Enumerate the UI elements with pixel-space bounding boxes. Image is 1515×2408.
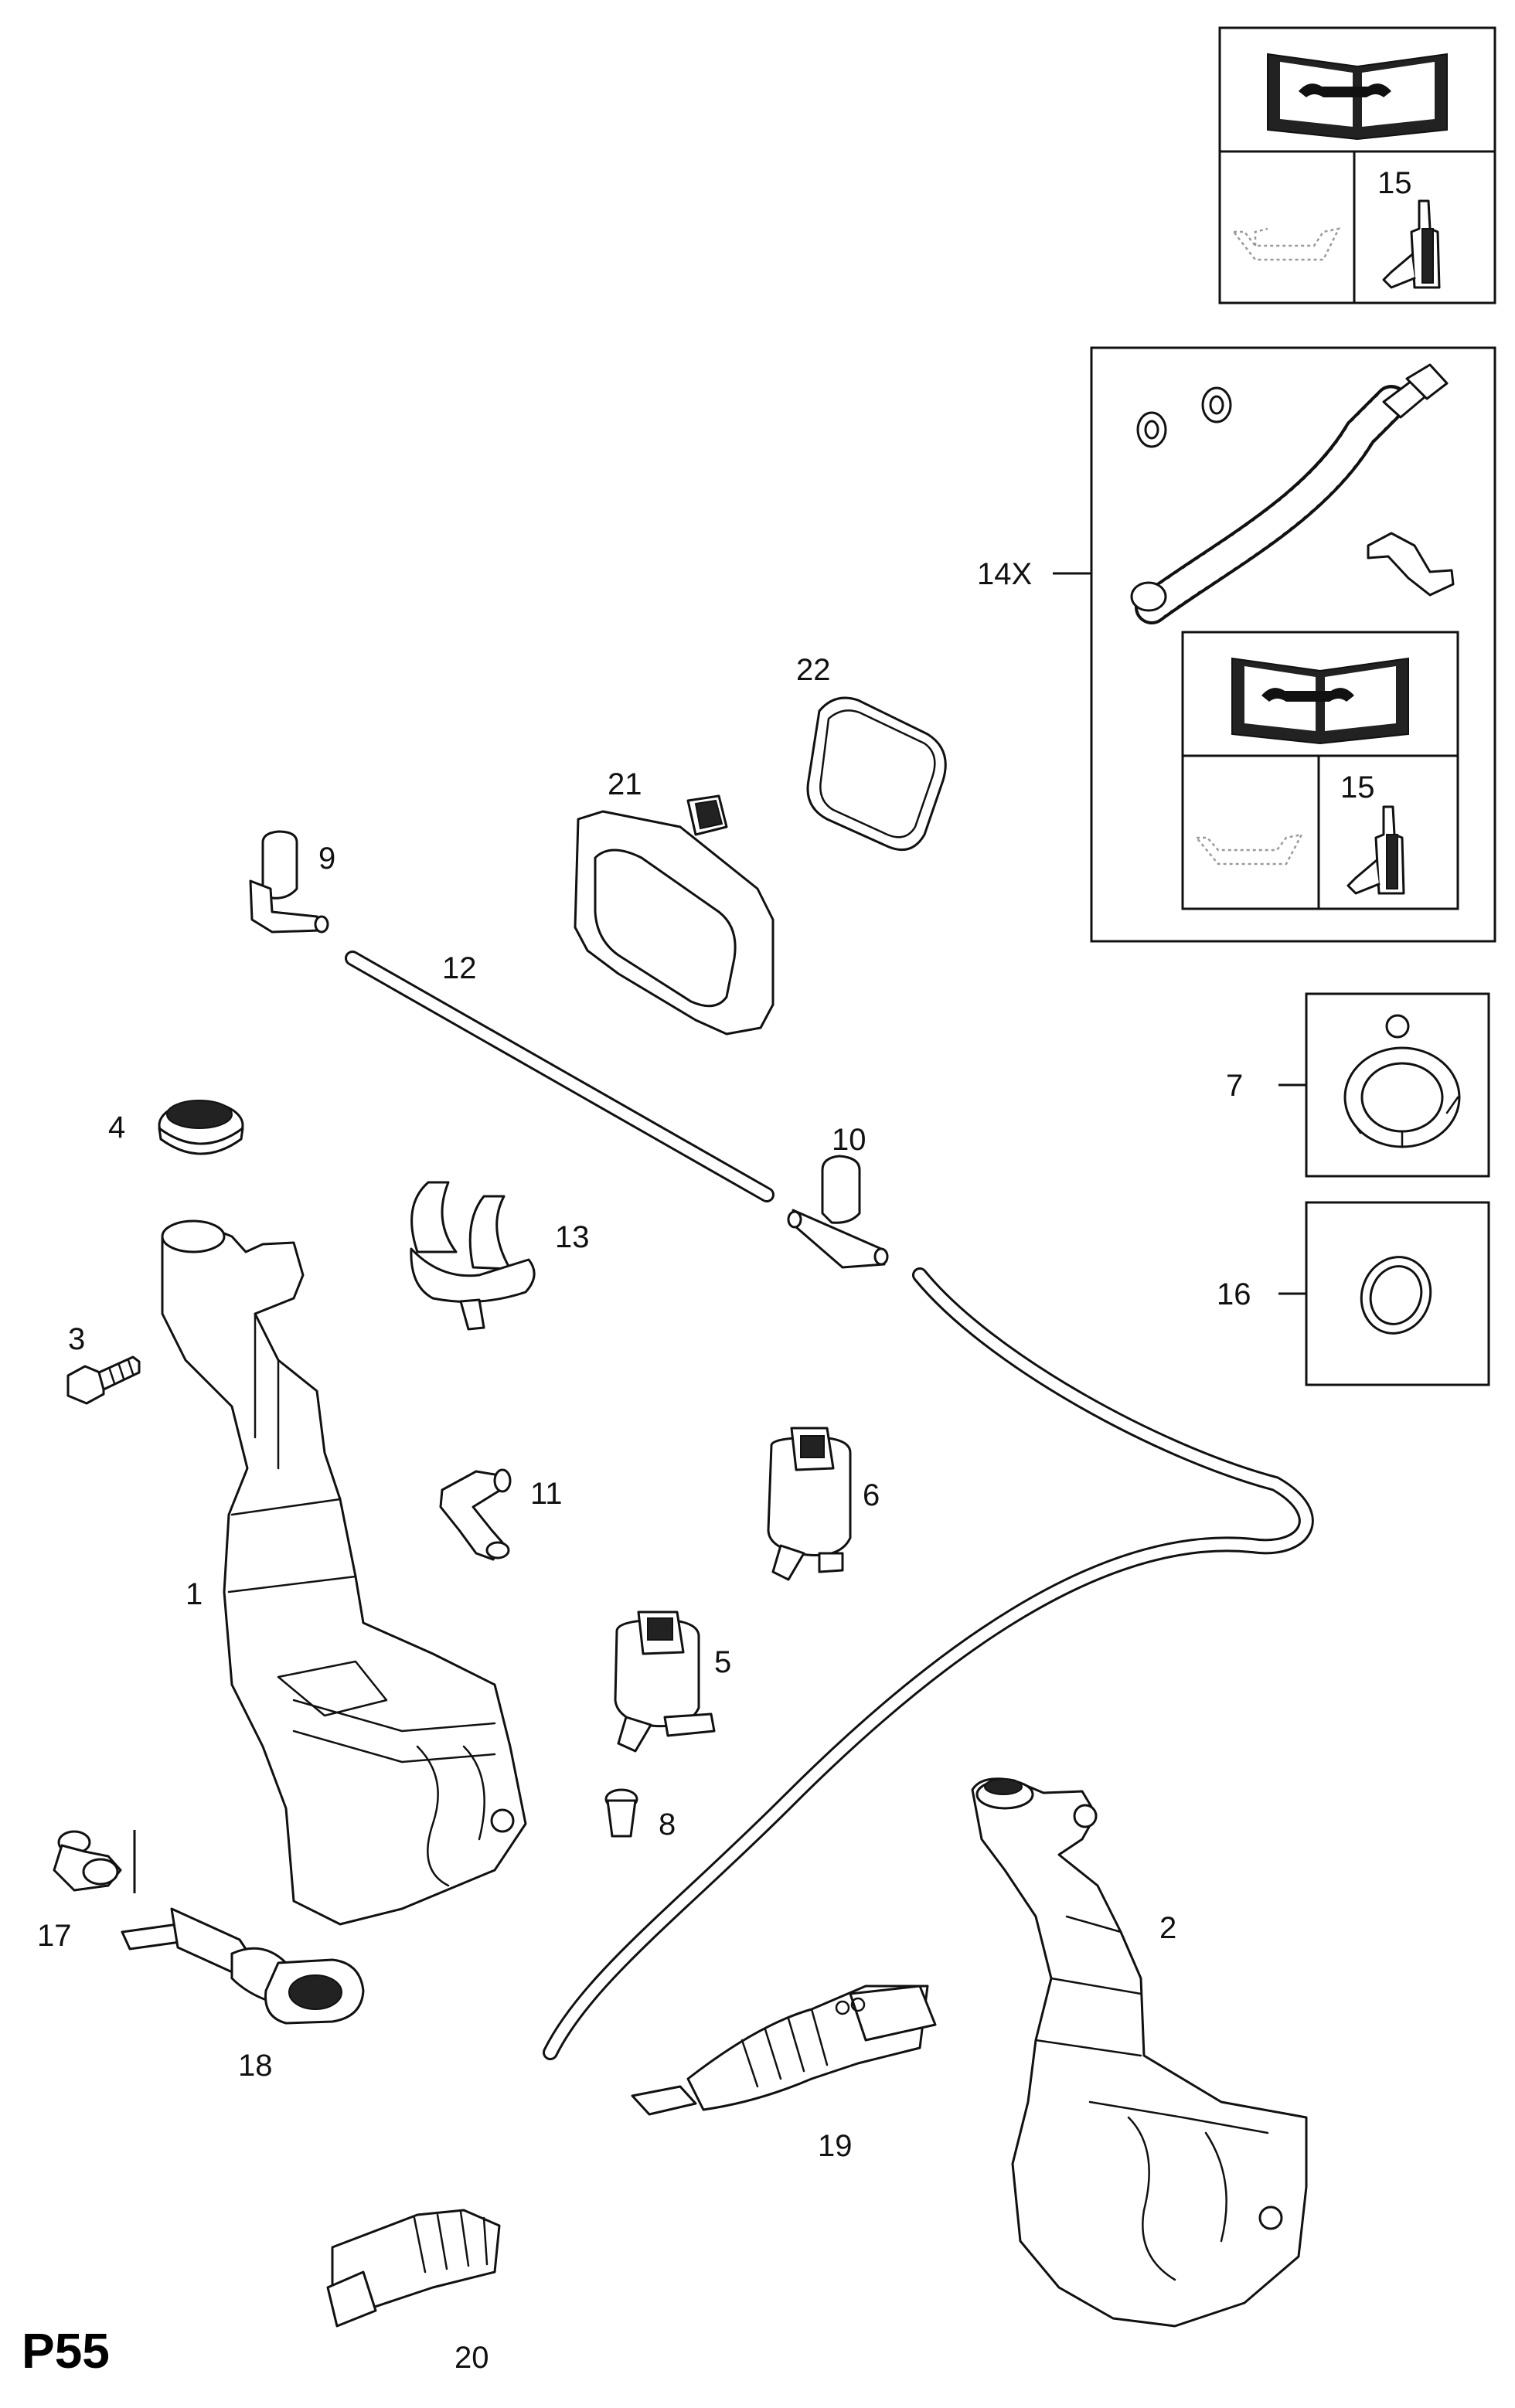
label-18: 18 bbox=[238, 2049, 273, 2083]
seal-ring-box: 16 bbox=[1217, 1201, 1490, 1386]
label-10: 10 bbox=[832, 1123, 866, 1157]
fluid-level-sensor: 18 bbox=[121, 1907, 365, 2083]
washer-pump-front: 5 bbox=[614, 1610, 731, 1753]
washer-nozzle: 9 bbox=[249, 830, 335, 934]
label-14x: 14X bbox=[977, 557, 1032, 591]
oil-can-icon bbox=[1231, 227, 1341, 261]
label-5: 5 bbox=[714, 1645, 731, 1679]
page-code: P55 bbox=[22, 2323, 110, 2379]
label-20: 20 bbox=[454, 2341, 489, 2375]
label-16: 16 bbox=[1217, 1277, 1251, 1311]
label-15-kit: 15 bbox=[1340, 770, 1375, 804]
label-15-top: 15 bbox=[1377, 166, 1412, 200]
label-1: 1 bbox=[186, 1577, 203, 1611]
t-connector: 10 bbox=[787, 1123, 889, 1269]
label-8: 8 bbox=[659, 1808, 676, 1842]
wiper-harness-rear: 20 bbox=[326, 2209, 501, 2375]
hose-holder: 13 bbox=[410, 1181, 590, 1331]
label-2: 2 bbox=[1159, 1911, 1176, 1945]
washer-pump-rear: 6 bbox=[767, 1427, 880, 1581]
label-13: 13 bbox=[555, 1220, 590, 1254]
hose-elbow: 11 bbox=[439, 1468, 563, 1561]
washer-hose-short: 12 bbox=[345, 951, 775, 1202]
hose-kit-box: 14X bbox=[977, 346, 1496, 943]
washer-hose-long bbox=[543, 1267, 1314, 2060]
repair-manual-icon bbox=[1231, 657, 1409, 745]
drain-plug: 17 bbox=[37, 1830, 136, 1953]
oil-can-icon bbox=[1194, 833, 1304, 866]
label-22: 22 bbox=[796, 653, 831, 687]
hose-clip bbox=[1367, 532, 1455, 597]
repair-manual-icon bbox=[1267, 53, 1448, 141]
washer-reservoir-front: 2 bbox=[971, 1777, 1308, 2328]
o-ring-pair bbox=[1136, 386, 1232, 448]
label-9: 9 bbox=[318, 842, 335, 876]
label-19: 19 bbox=[818, 2129, 853, 2163]
sensor-gel-pad: 22 bbox=[796, 653, 947, 851]
label-4: 4 bbox=[108, 1110, 125, 1144]
pump-grommet: 8 bbox=[604, 1788, 676, 1842]
washer-reservoir-rear: 1 bbox=[161, 1219, 527, 1926]
ring-nut-box: 7 bbox=[1226, 992, 1490, 1178]
label-3: 3 bbox=[68, 1322, 85, 1356]
rain-sensor: 21 bbox=[574, 767, 775, 1036]
corrugated-hose bbox=[1130, 363, 1449, 624]
sealant-bottle-icon bbox=[1346, 805, 1405, 895]
service-legend-box: 15 bbox=[1218, 26, 1496, 304]
label-11: 11 bbox=[530, 1477, 563, 1511]
self-tapping-screw: 3 bbox=[66, 1322, 141, 1405]
label-17: 17 bbox=[37, 1919, 72, 1953]
label-7: 7 bbox=[1226, 1069, 1243, 1103]
label-6: 6 bbox=[863, 1478, 880, 1512]
sealant-bottle-icon bbox=[1382, 199, 1441, 289]
label-21: 21 bbox=[608, 767, 642, 801]
reservoir-cap: 4 bbox=[108, 1100, 244, 1155]
wiper-harness: 19 bbox=[631, 1985, 937, 2163]
label-12: 12 bbox=[442, 951, 477, 985]
